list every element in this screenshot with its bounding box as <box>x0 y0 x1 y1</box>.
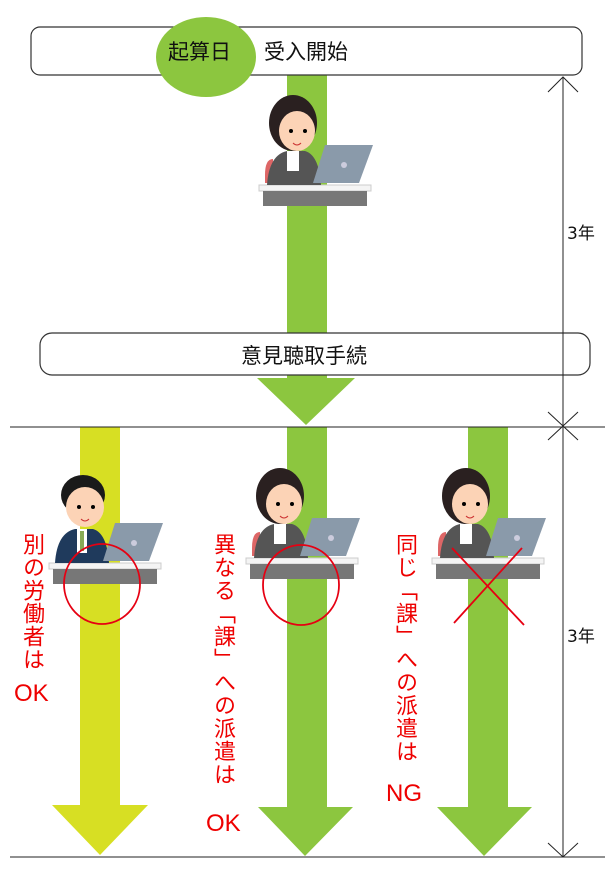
case-text-same-section: 同じ「課」への派遣は <box>392 533 417 763</box>
period-label-lower: 3年 <box>567 627 595 647</box>
ok-circle-icon <box>262 544 340 626</box>
start-date-label: 起算日 <box>168 40 231 64</box>
acceptance-start-label: 受入開始 <box>264 40 348 64</box>
dimension-line <box>547 76 579 858</box>
case-text-other-worker: 別の労働者は <box>19 533 44 671</box>
start-date-badge <box>156 17 256 97</box>
hearing-procedure-label: 意見聴取手続 <box>241 344 367 368</box>
ng-cross-icon <box>451 547 525 626</box>
case-verdict-other-worker: OK <box>14 680 49 707</box>
ok-circle-icon <box>63 543 141 625</box>
different-section-arrow <box>258 427 353 856</box>
case-verdict-different-section: OK <box>206 810 241 837</box>
hearing-box <box>39 332 591 376</box>
case-verdict-same-section: NG <box>386 780 422 807</box>
period-label-upper: 3年 <box>567 224 595 244</box>
case-text-different-section: 異なる「課」への派遣は <box>210 533 235 786</box>
